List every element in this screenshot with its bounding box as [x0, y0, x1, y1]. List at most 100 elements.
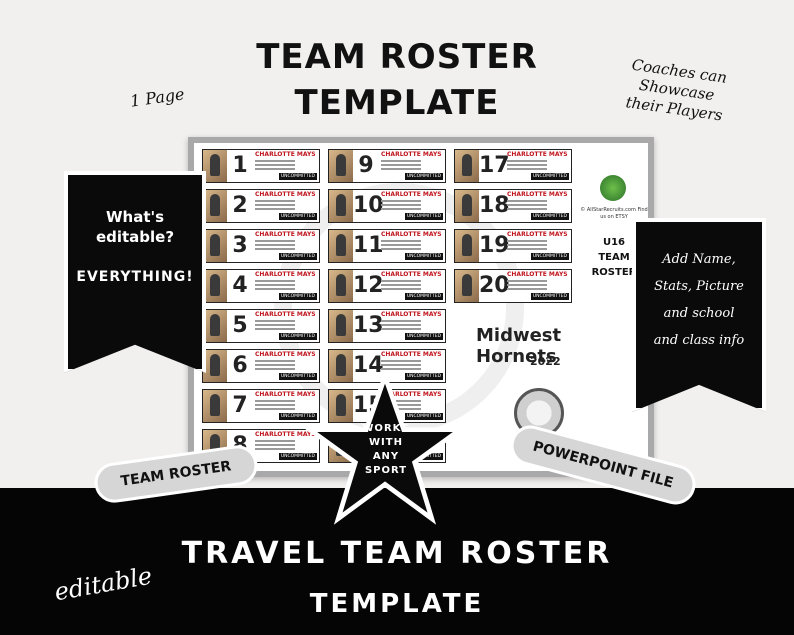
- star-line: WORKS: [362, 423, 410, 434]
- detail-line: [507, 160, 547, 162]
- detail-line: [381, 248, 421, 250]
- player-info: CHARLOTTE MAYS UNCOMMITTED: [505, 230, 571, 262]
- editable-question-line: editable?: [95, 228, 175, 246]
- status-badge: UNCOMMITTED: [278, 413, 317, 420]
- editable-answer: EVERYTHING!: [76, 269, 194, 285]
- detail-line: [381, 280, 421, 282]
- player-name: CHARLOTTE MAYS: [507, 271, 568, 278]
- player-photo: [329, 390, 353, 422]
- detail-line: [381, 408, 421, 410]
- detail-line: [507, 248, 547, 250]
- star-line: WITH: [369, 437, 403, 448]
- detail-line: [507, 208, 547, 210]
- detail-line: [255, 444, 295, 446]
- player-photo: [329, 190, 353, 222]
- jersey-number: 1: [232, 153, 248, 178]
- detail-line: [255, 244, 295, 246]
- jersey-number: 7: [232, 393, 248, 418]
- player-name: CHARLOTTE MAYS: [255, 191, 316, 198]
- player-photo: [203, 310, 227, 342]
- player-photo: [203, 390, 227, 422]
- player-photo: [329, 350, 353, 382]
- editable-banner: What's editable? EVERYTHING!: [64, 171, 206, 373]
- detail-line: [255, 204, 295, 206]
- detail-line: [255, 280, 295, 282]
- detail-line: [255, 248, 295, 250]
- player-name: CHARLOTTE MAYS: [381, 351, 442, 358]
- jersey-number: 2: [232, 193, 248, 218]
- star-line: SPORT: [364, 465, 408, 476]
- detail-line: [255, 408, 295, 410]
- detail-line: [255, 400, 295, 402]
- player-name: CHARLOTTE MAYS: [507, 231, 568, 238]
- detail-line: [381, 208, 421, 210]
- team-year: 2022: [530, 355, 561, 368]
- credit-text: © AllStarRecruits.com Find us on ETSY: [580, 207, 648, 220]
- features-line: and class info: [653, 333, 745, 348]
- player-photo: [203, 270, 227, 302]
- detail-line: [255, 328, 295, 330]
- age-group-line: U16: [602, 237, 626, 248]
- sheet-side-panel: © AllStarRecruits.com Find us on ETSY U1…: [578, 143, 648, 471]
- player-photo: [455, 150, 479, 182]
- detail-line: [507, 168, 547, 170]
- player-name: CHARLOTTE MAYS: [381, 231, 442, 238]
- detail-line: [381, 160, 421, 162]
- status-badge: UNCOMMITTED: [404, 253, 443, 260]
- detail-line: [381, 284, 421, 286]
- detail-line: [381, 240, 421, 242]
- player-photo: [455, 190, 479, 222]
- status-badge: UNCOMMITTED: [278, 253, 317, 260]
- player-photo: [329, 230, 353, 262]
- detail-line: [381, 360, 421, 362]
- detail-line: [381, 324, 421, 326]
- detail-line: [507, 244, 547, 246]
- detail-line: [381, 328, 421, 330]
- detail-line: [381, 404, 421, 406]
- features-line: Add Name,: [662, 252, 736, 267]
- jersey-number: 14: [353, 353, 384, 378]
- status-badge: UNCOMMITTED: [278, 173, 317, 180]
- detail-line: [381, 204, 421, 206]
- status-badge: UNCOMMITTED: [530, 253, 569, 260]
- detail-line: [255, 368, 295, 370]
- status-badge: UNCOMMITTED: [278, 293, 317, 300]
- age-group-line: ROSTER: [591, 267, 637, 278]
- age-group-label: U16 TEAM ROSTER: [584, 235, 644, 280]
- player-photo: [329, 150, 353, 182]
- detail-line: [381, 368, 421, 370]
- detail-line: [507, 240, 547, 242]
- bottom-title-line-1: TRAVEL TEAM ROSTER: [181, 536, 613, 571]
- editable-question: What's editable?: [68, 207, 202, 247]
- jersey-number: 10: [353, 193, 384, 218]
- detail-line: [381, 288, 421, 290]
- jersey-number: 18: [479, 193, 510, 218]
- features-text: Add Name, Stats, Picture and school and …: [636, 246, 762, 354]
- player-name: CHARLOTTE MAYS: [255, 351, 316, 358]
- player-name: CHARLOTTE MAYS: [381, 391, 442, 398]
- player-photo: [455, 230, 479, 262]
- detail-line: [255, 404, 295, 406]
- status-badge: UNCOMMITTED: [278, 453, 317, 460]
- player-name: CHARLOTTE MAYS: [255, 231, 316, 238]
- age-group-line: TEAM: [598, 252, 630, 263]
- detail-line: [507, 280, 547, 282]
